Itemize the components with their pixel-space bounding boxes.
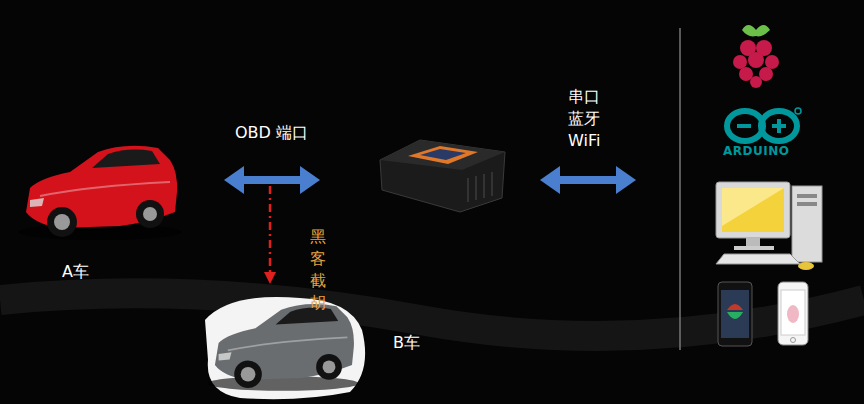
obd-dongle	[380, 140, 505, 212]
car-label: B车	[393, 333, 420, 353]
car: A车	[20, 140, 180, 285]
computer-icon	[716, 182, 822, 270]
car: B车	[210, 298, 435, 398]
cutout	[205, 297, 365, 399]
divider	[679, 28, 681, 350]
intercept-arrow	[269, 186, 272, 274]
port-label: OBD 端口	[235, 122, 308, 144]
car-b	[208, 304, 359, 391]
link-label: 串口 蓝牙 WiFi	[568, 86, 600, 152]
phone-icons	[718, 282, 808, 346]
car-a	[18, 146, 182, 240]
raspberry-pi-logo	[733, 25, 779, 88]
car-label: A车	[62, 262, 89, 282]
double-arrow	[540, 166, 636, 194]
logo-text: ARDUINO	[723, 144, 789, 158]
double-arrow	[224, 166, 320, 194]
hack-label: 黑客 截胡	[310, 226, 326, 314]
arduino-logo	[727, 108, 801, 141]
